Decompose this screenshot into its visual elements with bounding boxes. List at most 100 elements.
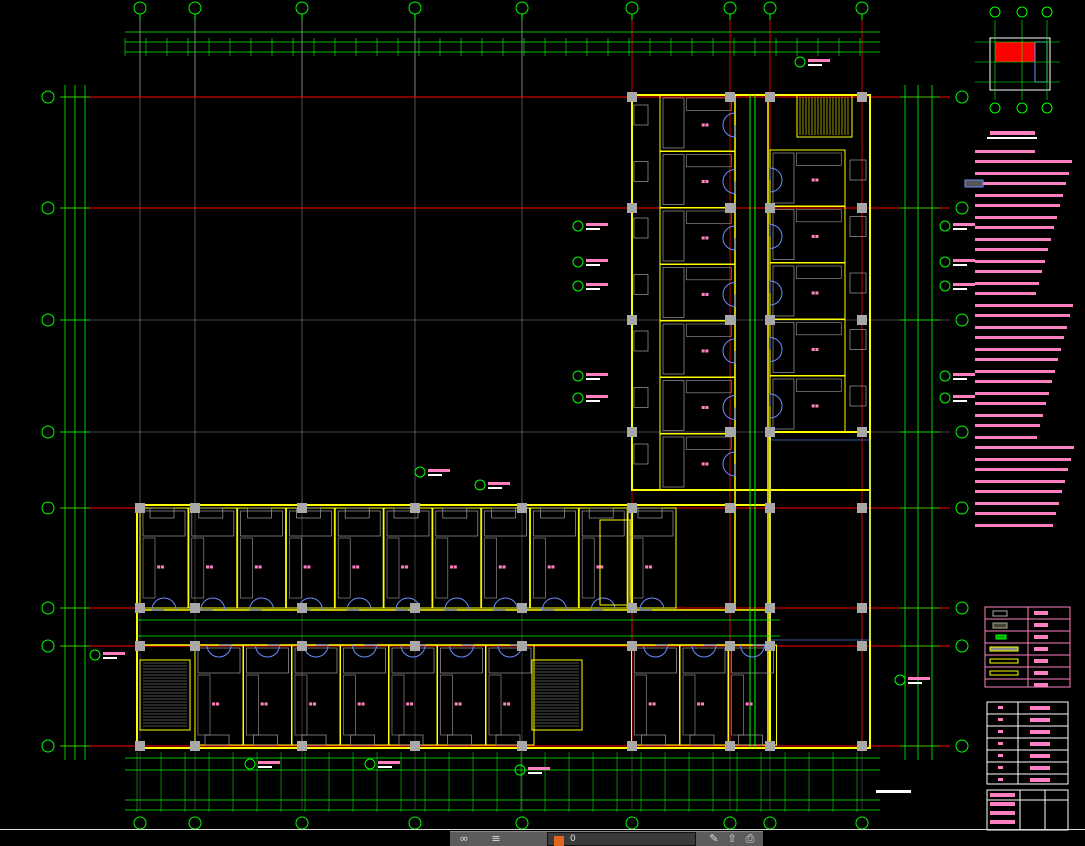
balcony	[301, 734, 327, 746]
structural-column	[190, 503, 200, 513]
wardrobe	[240, 537, 253, 599]
balcony	[253, 734, 278, 746]
stair	[139, 659, 191, 731]
pen-icon[interactable]: ✎	[709, 832, 719, 845]
room	[659, 433, 736, 491]
balcony	[633, 443, 649, 465]
wardrobe	[795, 378, 842, 392]
door-swing	[249, 597, 275, 611]
wardrobe	[191, 537, 205, 599]
structural-column	[517, 741, 527, 751]
callout-text	[953, 223, 975, 226]
note-line	[975, 512, 1056, 515]
legend-symbol	[989, 658, 1019, 664]
schedule-text	[1030, 778, 1050, 782]
room-label: ■■	[701, 348, 709, 353]
axis-bubble	[41, 639, 55, 653]
balcony	[633, 387, 649, 408]
axis-bubble	[1016, 6, 1028, 18]
bathroom-fixture	[142, 510, 186, 537]
callout-subtext	[953, 288, 967, 290]
wardrobe	[731, 674, 744, 736]
legend-text	[1034, 623, 1048, 627]
note-line	[975, 402, 1046, 405]
structural-column	[857, 203, 867, 213]
structural-column	[297, 503, 307, 513]
structural-column	[857, 603, 867, 613]
door-swing	[691, 644, 717, 658]
wardrobe	[386, 537, 400, 599]
room-label: ■■	[309, 701, 317, 706]
callout-bubble	[939, 280, 951, 292]
stair	[531, 659, 583, 731]
wardrobe	[685, 97, 732, 111]
room-label: ■■	[811, 403, 819, 408]
structural-column	[857, 641, 867, 651]
wardrobe	[484, 537, 497, 599]
title-block	[986, 789, 1069, 831]
axis-bubble	[408, 1, 422, 15]
room-label: ■■	[454, 701, 462, 706]
room-label: ■■	[701, 178, 709, 183]
door-swing	[541, 597, 567, 611]
bathroom-fixture	[488, 647, 532, 674]
view-icon[interactable]: ∞	[459, 832, 469, 845]
callout-subtext	[586, 400, 600, 402]
balcony	[633, 217, 649, 239]
room-label: ■■	[745, 701, 753, 706]
bathroom-fixture	[435, 510, 479, 537]
room	[432, 507, 482, 609]
room	[388, 644, 438, 746]
balcony	[641, 734, 666, 746]
legend-text	[1034, 683, 1048, 687]
layer-dropdown[interactable]: 0	[547, 832, 696, 846]
print-icon[interactable]: ⎙	[745, 832, 755, 845]
balcony	[738, 734, 763, 746]
door-swing	[769, 167, 783, 193]
room	[437, 644, 486, 746]
legend-symbol	[992, 622, 1008, 629]
door-swing	[722, 451, 736, 477]
wardrobe	[435, 537, 449, 599]
upload-icon[interactable]: ⇧	[727, 832, 737, 845]
door-swing	[400, 644, 426, 658]
note-line	[975, 446, 1074, 449]
door-swing	[200, 597, 226, 611]
bathroom-fixture	[240, 510, 283, 537]
callout-subtext	[586, 378, 600, 380]
bathroom-fixture	[440, 647, 483, 674]
callout-text	[953, 259, 975, 262]
title-block-text	[990, 802, 1015, 806]
schedule-symbol	[998, 706, 1003, 709]
note-line	[975, 150, 1035, 153]
bathroom-fixture	[662, 380, 685, 431]
axis-bubble	[955, 739, 969, 753]
axis-bubble	[625, 816, 639, 830]
structural-column	[135, 603, 145, 613]
room-label: ■■	[212, 701, 220, 706]
axis-bubble	[955, 639, 969, 653]
schedule-text	[1030, 706, 1050, 710]
callout-text	[258, 761, 280, 764]
bathroom-fixture	[662, 210, 685, 262]
wardrobe	[685, 267, 732, 281]
wall	[136, 504, 771, 749]
structural-column	[297, 741, 307, 751]
door-swing	[769, 223, 783, 249]
structural-column	[725, 315, 735, 325]
wardrobe	[533, 537, 546, 599]
bathroom-fixture	[662, 267, 685, 318]
axis-bubble	[763, 816, 777, 830]
structural-column	[765, 741, 775, 751]
balcony	[491, 507, 516, 519]
viewport-border	[0, 829, 1085, 830]
schedule-symbol	[998, 718, 1003, 721]
room	[679, 644, 729, 746]
structural-column	[765, 603, 775, 613]
layer-icon[interactable]: ≡	[491, 832, 501, 845]
wardrobe	[440, 674, 453, 736]
legend-text	[1034, 647, 1048, 651]
door-swing	[352, 644, 378, 658]
structural-column	[410, 503, 420, 513]
